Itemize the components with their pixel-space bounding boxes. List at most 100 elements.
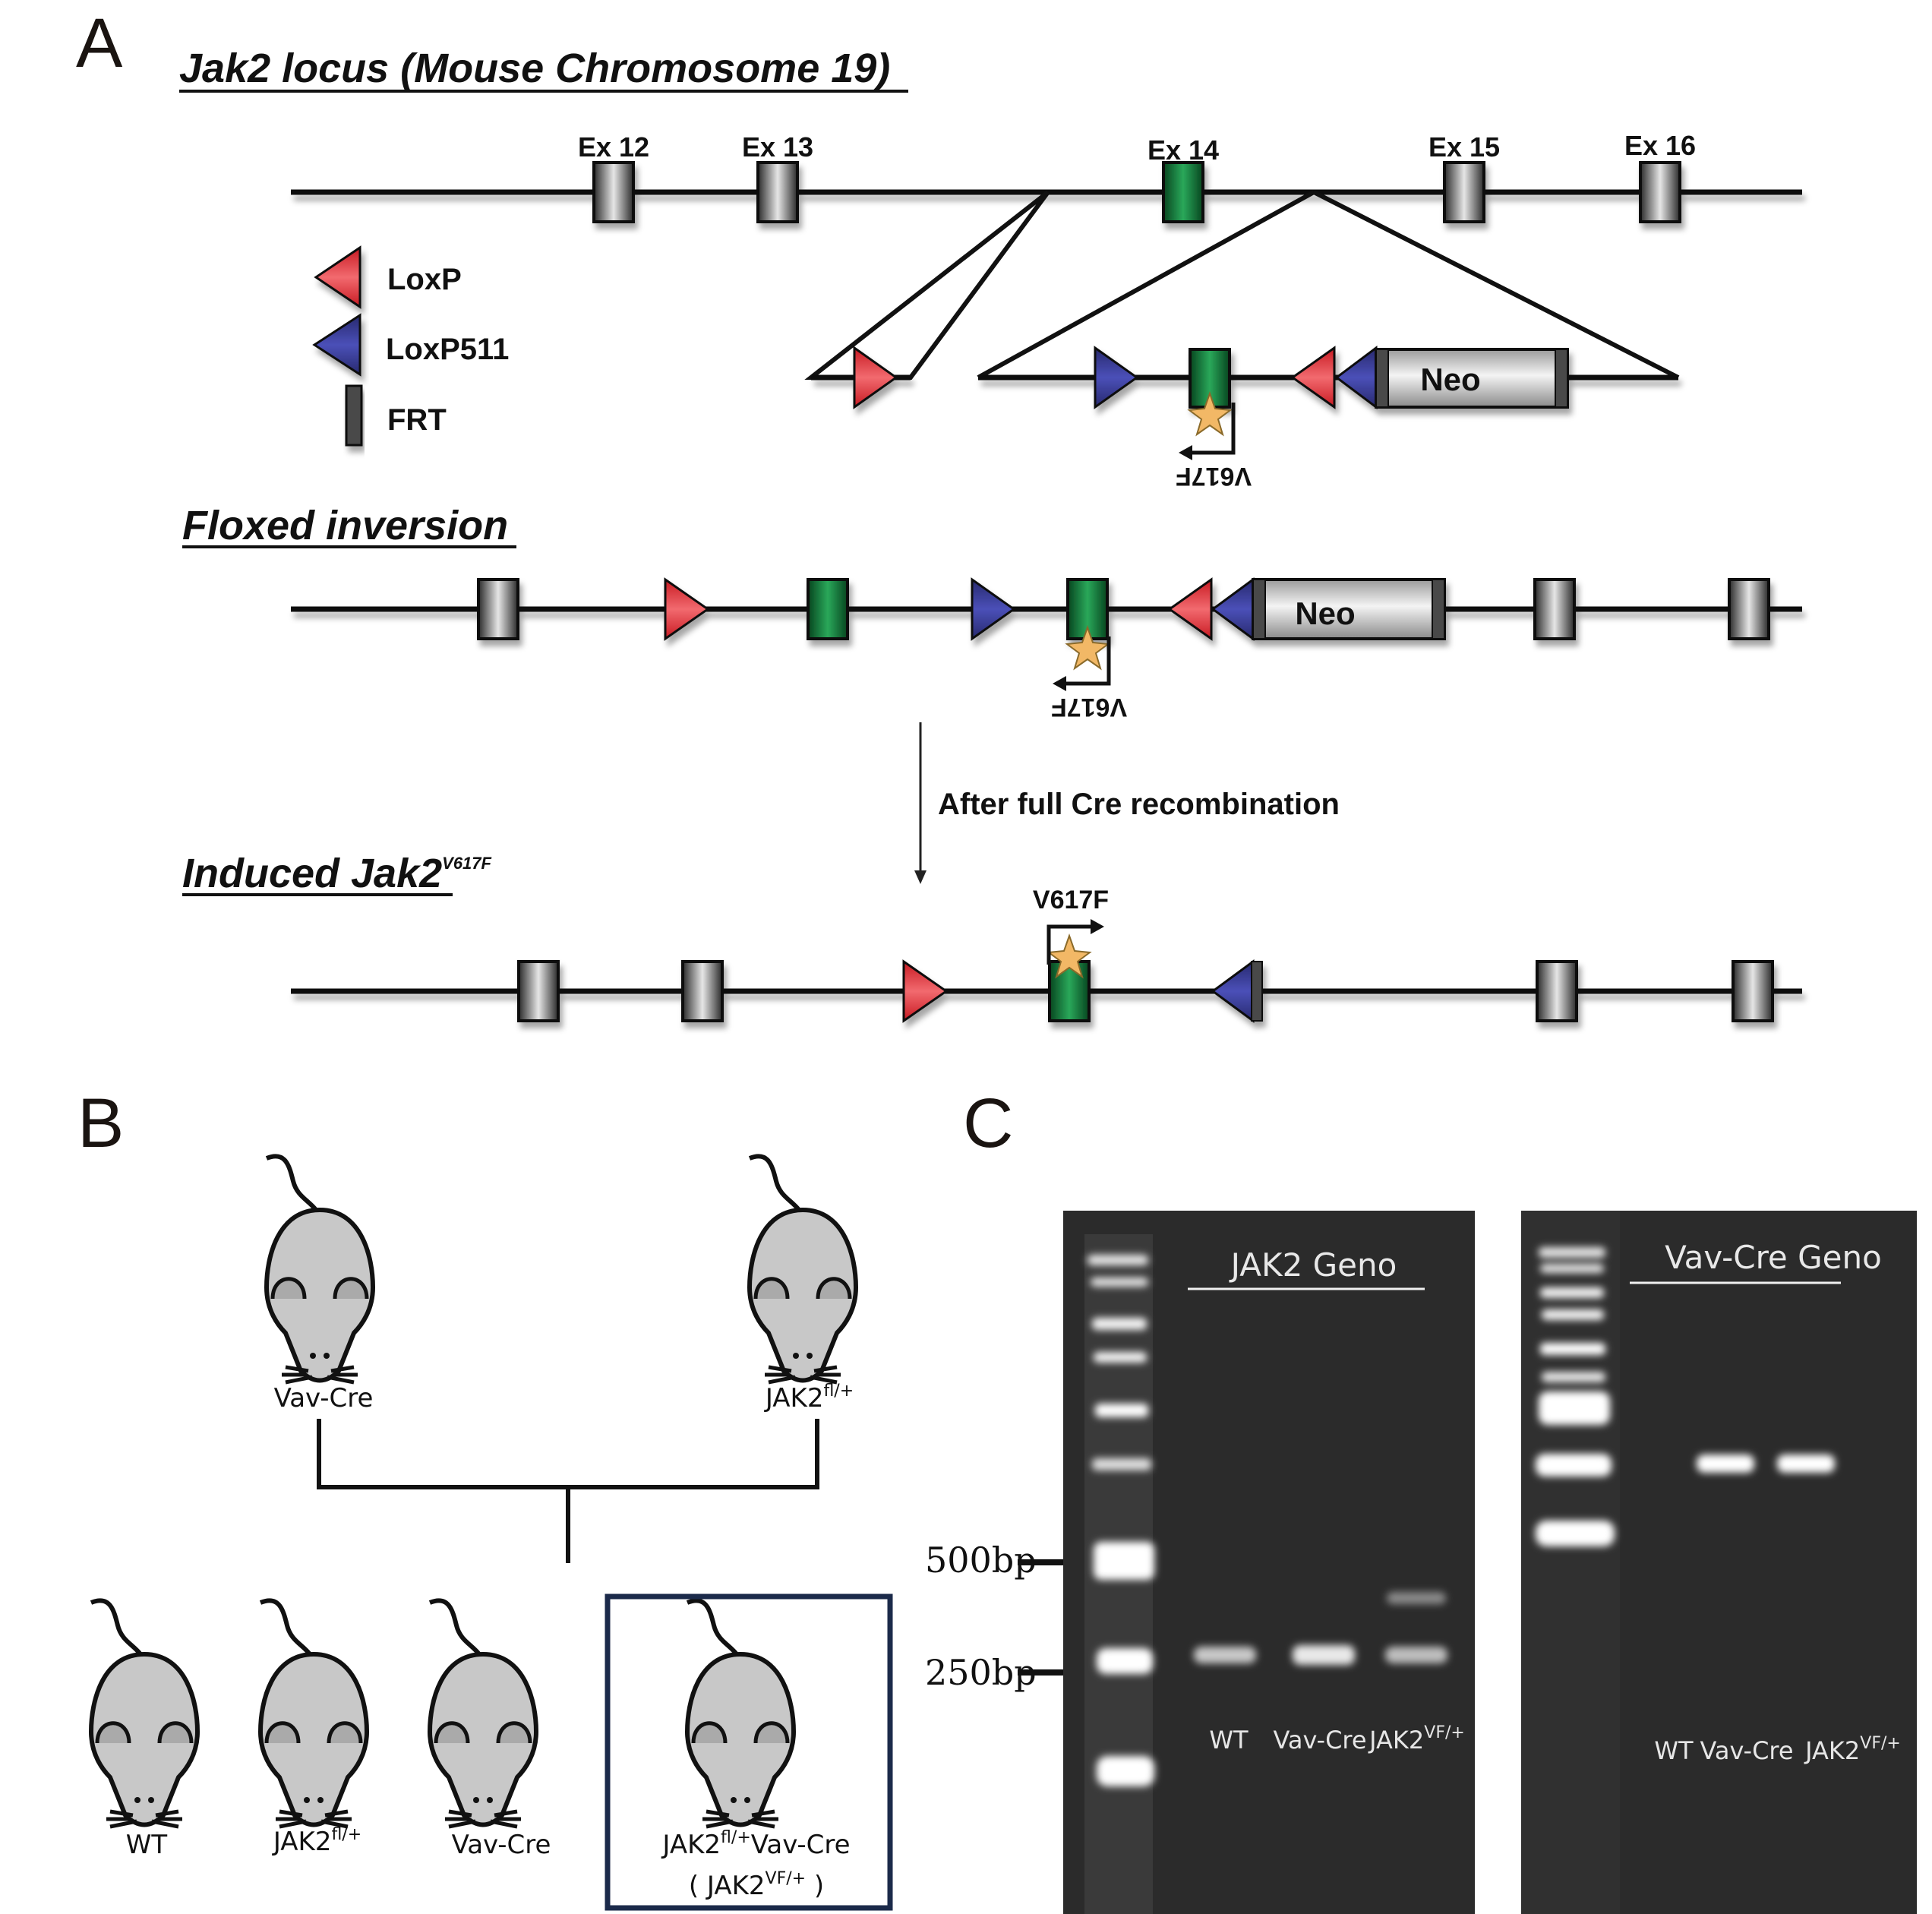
ladder-band xyxy=(1539,1391,1610,1425)
label-text: JAK2 xyxy=(272,1827,332,1857)
cross-bracket xyxy=(317,1419,819,1489)
cassette-wedge-right xyxy=(1312,190,1680,380)
loxp-icon xyxy=(1167,577,1213,641)
loxp-legend-icon xyxy=(314,245,361,309)
loxp-icon xyxy=(664,577,710,641)
ladder-band xyxy=(1094,1352,1147,1363)
parent-label-jak2fl: JAK2fl/+ xyxy=(764,1382,854,1413)
ladder-band xyxy=(1088,1255,1148,1265)
ladder-band xyxy=(1091,1278,1148,1287)
label-sup: VF/+ xyxy=(1424,1723,1465,1742)
gel-title: JAK2 Geno xyxy=(1229,1246,1397,1284)
offspring-label-jak2vf: JAK2fl/+Vav-Cre xyxy=(661,1828,850,1860)
exon-16 xyxy=(1732,960,1774,1022)
loxp-icon xyxy=(853,346,898,409)
mouse-icon xyxy=(750,1156,856,1382)
band-wt xyxy=(1194,1647,1256,1663)
loxp511-icon xyxy=(1094,346,1139,409)
mutation-star-icon xyxy=(1065,624,1110,671)
ladder-band xyxy=(1542,1372,1605,1382)
gel-vav-cre-geno: Vav-Cre Geno WT Vav-Cre JAK2VF/+ xyxy=(1521,1211,1917,1914)
label-text: JAK2 xyxy=(1368,1726,1424,1754)
arrowhead-icon xyxy=(1053,676,1066,691)
ladder-band xyxy=(1542,1309,1604,1320)
loxp511-icon xyxy=(971,577,1016,641)
ladder-band xyxy=(1539,1247,1605,1258)
floxed-title: Floxed inversion xyxy=(182,503,508,548)
exon-15-label: Ex 15 xyxy=(1428,131,1500,163)
panel-a-letter: A xyxy=(76,5,123,82)
induced-title-sup: V617F xyxy=(442,854,491,873)
exon-13 xyxy=(681,960,724,1022)
gel-jak2-geno: JAK2 Geno WT Vav-Cre JAK2VF/+ xyxy=(1063,1211,1475,1914)
exon-12-label: Ex 12 xyxy=(578,131,649,163)
ladder-band xyxy=(1540,1343,1605,1355)
mouse-icon xyxy=(430,1600,536,1827)
ladder-band xyxy=(1092,1318,1147,1330)
offspring-label-jak2vf-alias: ( JAK2VF/+ ) xyxy=(689,1869,824,1901)
ladder-band-250bp xyxy=(1097,1648,1153,1674)
exon-14-wt xyxy=(807,578,849,640)
exon-14 xyxy=(1162,161,1204,223)
frt-icon xyxy=(1252,579,1266,640)
legend-loxp-label: LoxP xyxy=(387,263,462,296)
cassette-wedge-left xyxy=(977,190,1315,380)
induced-allele xyxy=(291,959,1802,1023)
band-jak2vf-upper xyxy=(1387,1592,1446,1604)
targeting-cassette xyxy=(978,346,1678,409)
mouse-icon xyxy=(267,1156,373,1382)
legend-loxp511-label: LoxP511 xyxy=(386,333,509,366)
exon-15 xyxy=(1443,161,1485,223)
label-text: JAK2 xyxy=(1804,1736,1860,1765)
frt-icon xyxy=(1555,349,1568,408)
frt-icon xyxy=(1251,961,1263,1022)
mutation-star-icon xyxy=(1046,933,1092,979)
exon-14-label: Ex 14 xyxy=(1148,134,1219,166)
ladder-band xyxy=(1540,1264,1604,1273)
offspring-mouse-jak2vf xyxy=(687,1600,794,1827)
offspring-label-jak2fl: JAK2fl/+ xyxy=(272,1825,361,1857)
arrowhead-icon xyxy=(1179,445,1192,460)
exon-13 xyxy=(477,578,519,640)
locus-title: Jak2 locus (Mouse Chromosome 19) xyxy=(179,46,890,91)
frt-legend-icon xyxy=(345,384,363,447)
mutant-exon-14 xyxy=(1048,960,1091,1022)
loxp511-legend-icon xyxy=(312,313,361,377)
loxp-insert xyxy=(811,346,911,409)
recombination-note: After full Cre recombination xyxy=(938,788,1340,821)
exon-16 xyxy=(1639,161,1681,223)
exon-15 xyxy=(1533,578,1576,640)
reverse-promoter-arrow xyxy=(1063,636,1111,686)
loxp-icon xyxy=(1290,346,1336,409)
neo-label: Neo xyxy=(1420,362,1480,397)
arrowhead-icon xyxy=(1091,919,1104,934)
label-text: JAK2 xyxy=(661,1830,721,1860)
ladder-lane xyxy=(1084,1234,1154,1914)
exon-13-label: Ex 13 xyxy=(742,131,813,163)
label-text: ( JAK2 xyxy=(689,1871,766,1901)
wt-locus xyxy=(291,161,1802,223)
mutation-star-icon xyxy=(1187,390,1233,437)
band-jak2vf xyxy=(1777,1454,1835,1473)
panel-c-letter: C xyxy=(963,1085,1013,1162)
band-vav-cre xyxy=(1697,1454,1754,1473)
lane-label-wt: WT xyxy=(1654,1736,1694,1765)
loxp-insert-wedge xyxy=(804,190,1050,380)
mutation-label: V617F xyxy=(1033,886,1109,914)
label-suffix: Vav-Cre xyxy=(751,1830,851,1860)
reverse-promoter-arrow xyxy=(1189,403,1236,455)
parent-label-vav-cre: Vav-Cre xyxy=(274,1383,374,1413)
ladder-band xyxy=(1095,1404,1148,1417)
mouse-icon xyxy=(260,1600,367,1827)
induced-title: Induced Jak2V617F xyxy=(182,851,492,896)
label-text: JAK2 xyxy=(764,1383,824,1413)
loxp511-icon xyxy=(1334,346,1378,409)
label-suffix: ) xyxy=(806,1871,824,1901)
label-sup: fl/+ xyxy=(331,1825,361,1844)
induced-title-text: Induced Jak2 xyxy=(182,851,442,896)
ladder-lane-shade xyxy=(1521,1211,1620,1914)
offspring-mouse-wt xyxy=(91,1600,197,1827)
exon-13 xyxy=(756,161,799,223)
legend-frt-label: FRT xyxy=(387,403,447,437)
